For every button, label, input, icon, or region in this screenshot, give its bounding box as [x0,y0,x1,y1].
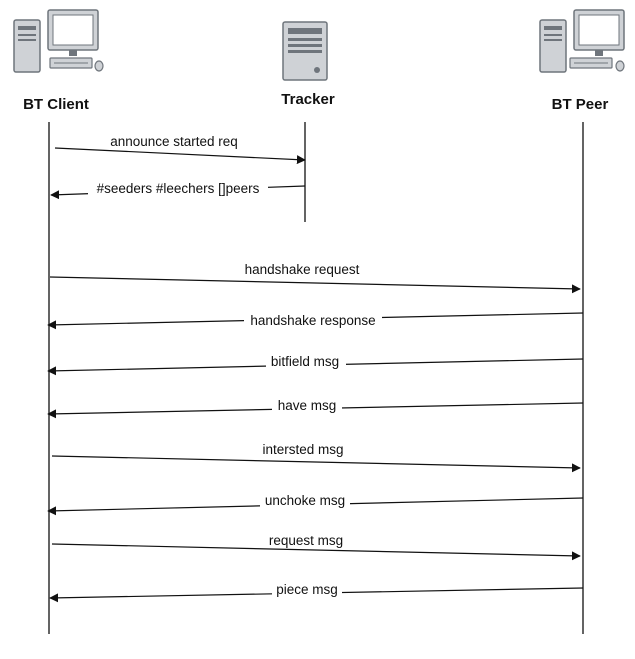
message-request: request msg [51,533,581,561]
message-label: unchoke msg [265,493,345,508]
message-label: piece msg [276,582,338,597]
actor-label-peer: BT Peer [552,96,609,113]
message-label: handshake request [245,262,360,277]
desktop-computer-icon [13,9,104,73]
message-label: intersted msg [262,442,343,457]
message-label: #seeders #leechers []peers [97,181,260,196]
message-label: request msg [269,533,343,548]
actor-label-tracker: Tracker [281,91,335,108]
actor-label-client: BT Client [23,96,89,113]
message-label: announce started req [110,134,238,149]
message-bitfield: bitfield msg [47,353,584,376]
message-handshake-request: handshake request [49,262,581,294]
message-piece: piece msg [49,581,584,603]
message-label: have msg [278,398,337,413]
server-tower-icon [282,21,328,81]
message-interested: intersted msg [51,442,581,473]
message-have: have msg [47,397,584,419]
message-announce: announce started req [54,134,306,165]
message-label: handshake response [250,313,375,328]
message-unchoke: unchoke msg [47,492,584,516]
message-tracker-response: #seeders #leechers []peers [50,180,306,200]
message-label: bitfield msg [271,354,339,369]
message-handshake-response: handshake response [47,312,584,330]
desktop-computer-icon [539,9,625,73]
